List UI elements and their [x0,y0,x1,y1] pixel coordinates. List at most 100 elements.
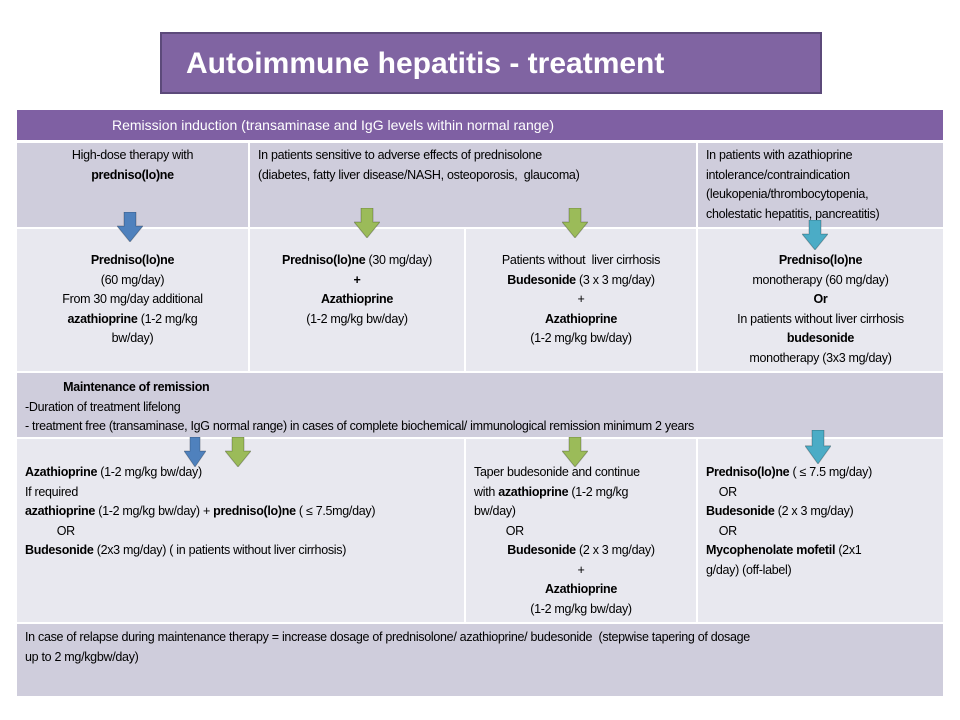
text: OR [706,523,737,538]
text-line: cholestatic hepatitis, pancreatitis) [706,205,935,225]
text: Patients without liver cirrhosis [501,253,661,267]
bold-text: Budesonide [507,272,576,287]
text-line: (1-2 mg/kg bw/day) [474,329,688,349]
text-line: (1-2 mg/kg bw/day) [474,600,688,620]
text-line: (1-2 mg/kg bw/day) [258,310,456,330]
text-line: azathioprine (1-2 mg/kg [25,310,240,330]
text-line: Patients without liver cirrhosis [474,251,688,271]
text: up to 2 mg/kgbw/day) [25,649,139,664]
cell-induction-high-dose: Predniso(lo)ne(60 mg/day)From 30 mg/day … [17,229,248,371]
text: (2 x 3 mg/day) [575,543,655,557]
text: If required [25,484,78,499]
cell-relapse: In case of relapse during maintenance th… [17,624,943,696]
bold-text: predniso(lo)ne [213,504,296,518]
text: (3 x 3 mg/day) [575,272,655,287]
text: (1-2 mg/kg bw/day) [530,331,632,345]
bold-text: Budesonide [507,543,576,557]
bold-text: Predniso(lo)ne [706,465,790,479]
text-line: + [474,290,688,310]
text-line: with azathioprine (1-2 mg/kg [474,483,688,503]
text-line: Predniso(lo)ne ( ≤ 7.5 mg/day) [706,463,935,483]
text-line: budesonide [706,329,935,349]
text: (1-2 mg/kg bw/day) [530,601,632,616]
text: High-dose therapy with [71,148,194,162]
text: ( ≤ 7.5mg/day) [295,504,376,518]
cell-maintenance-alternatives: Predniso(lo)ne ( ≤ 7.5 mg/day) OR Budeson… [698,439,943,622]
bold-text: Predniso(lo)ne [778,253,863,267]
remission-induction-header: Remission induction (transaminase and Ig… [17,110,943,140]
text-line: Predniso(lo)ne [706,251,935,271]
text-line: Budesonide (2x3 mg/day) ( in patients wi… [25,541,456,561]
arrow-down-icon [805,430,831,464]
bold-text: Mycophenolate mofetil [706,543,836,557]
bold-text: Azathioprine [320,292,394,306]
text-line: Budesonide (3 x 3 mg/day) [474,271,688,291]
text-line: OR [706,522,935,542]
bold-text: Budesonide [25,543,94,557]
cell-prednisolone-sensitive: In patients sensitive to adverse effects… [250,143,696,227]
bold-text: Budesonide [706,504,775,518]
text-line: (leukopenia/thrombocytopenia, [706,185,935,205]
text-line: Azathioprine [474,310,688,330]
text-line: monotherapy (60 mg/day) [706,271,935,291]
bold-text: Maintenance of remission [25,380,210,394]
text: (60 mg/day) [100,272,165,287]
text-line: Azathioprine [258,290,456,310]
text-line: OR [25,522,456,542]
text: In case of relapse during maintenance th… [25,630,750,644]
text-line: g/day) (off-label) [706,561,935,581]
cell-maintenance-aza: Azathioprine (1-2 mg/kg bw/day)If requir… [17,439,464,622]
text-line: Budesonide (2 x 3 mg/day) [474,541,688,561]
text-line: In patients without liver cirrhosis [706,310,935,330]
text-line: In patients sensitive to adverse effects… [258,146,688,166]
bold-text: predniso(lo)ne [91,167,174,182]
text: In patients sensitive to adverse effects… [258,148,542,162]
text: -Duration of treatment lifelong [25,399,181,414]
text: monotherapy (60 mg/day) [752,272,889,287]
bold-text: azathioprine [67,311,138,326]
text: OR [706,484,737,499]
text-line: OR [706,483,935,503]
text-line: Azathioprine (1-2 mg/kg bw/day) [25,463,456,483]
arrow-down-icon [117,212,143,242]
text-line: predniso(lo)ne [25,166,240,186]
text: intolerance/contraindication [706,167,850,182]
text-line: up to 2 mg/kgbw/day) [25,648,935,668]
slide-title: Autoimmune hepatitis - treatment [160,32,822,94]
cell-azathioprine-intolerance: In patients with azathioprine intolerance… [698,143,943,227]
text-line: High-dose therapy with [25,146,240,166]
text: (1-2 mg/kg [137,311,198,326]
text: + [577,562,585,577]
text: Taper budesonide and continue [474,465,640,479]
text-line: + [258,271,456,291]
text: In patients without liver cirrhosis [737,311,904,326]
text: with [474,484,499,499]
text-line: Mycophenolate mofetil (2x1 [706,541,935,561]
cell-maintenance: Maintenance of remission -Duration of tre… [17,373,943,437]
budesonide-combo-text: Budesonide (2 x 3 mg/day)+Azathioprine(1… [474,541,688,619]
text: In patients with azathioprine [706,148,853,162]
arrow-down-icon [562,208,588,238]
text-line: (60 mg/day) [25,271,240,291]
text: cholestatic hepatitis, pancreatitis) [706,206,880,221]
text: (1-2 mg/kg [568,484,629,499]
bold-text: Azathioprine [544,582,618,596]
bold-text: + [353,272,361,287]
text: OR [25,523,75,538]
text: OR [474,523,524,538]
text: (2 x 3 mg/day) [774,504,854,518]
bold-text: azathioprine [25,504,96,518]
bold-text: Azathioprine [25,465,98,479]
text: - treatment free (transaminase, IgG norm… [25,419,694,433]
text: ( ≤ 7.5 mg/day) [789,465,872,479]
text: monotherapy (3x3 mg/day) [749,350,892,365]
arrow-down-icon [225,437,251,467]
text-line: In patients with azathioprine [706,146,935,166]
bold-text: Predniso(lo)ne [90,253,175,267]
text: (2x3 mg/day) ( in patients without liver… [93,543,347,557]
cell-maintenance-budesonide: Taper budesonide and continue with azathi… [466,439,696,622]
text-line: Predniso(lo)ne [25,251,240,271]
text-line: Azathioprine [474,580,688,600]
text-line: If required [25,483,456,503]
